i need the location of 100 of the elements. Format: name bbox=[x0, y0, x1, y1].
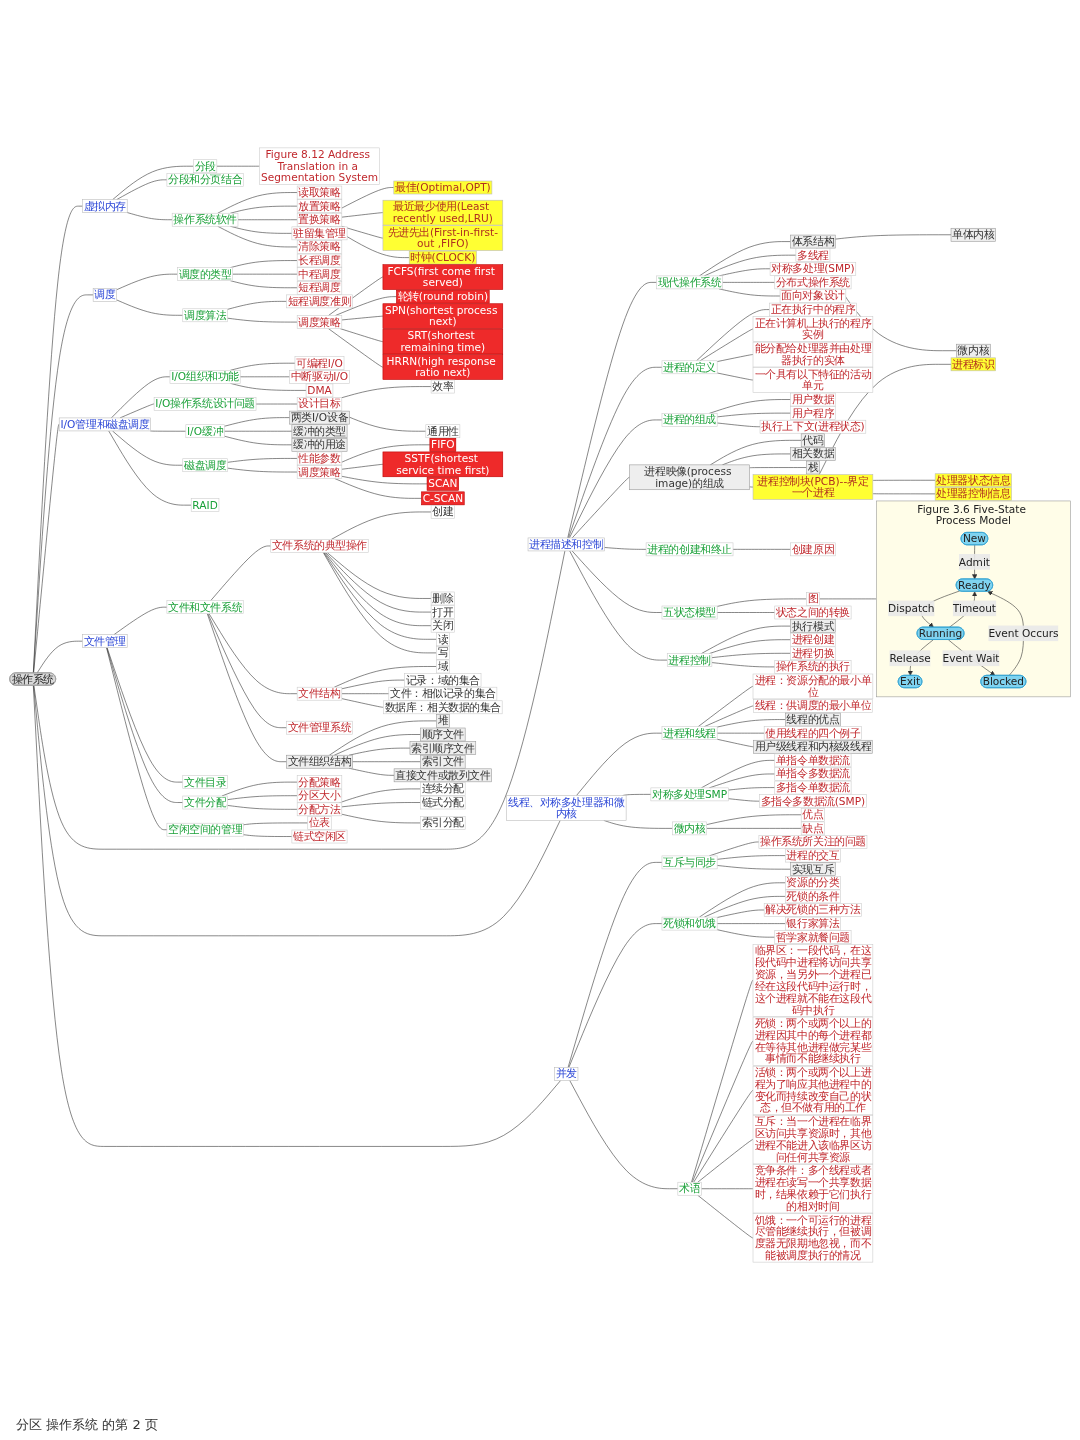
node-box-text: 进程的交互 bbox=[785, 848, 841, 863]
node-box-text: 分布式操作系统 bbox=[774, 275, 852, 290]
connector bbox=[333, 734, 421, 756]
connector bbox=[113, 606, 168, 635]
connector bbox=[339, 328, 384, 342]
connector bbox=[692, 1041, 754, 1183]
connector bbox=[126, 212, 173, 221]
connector bbox=[567, 282, 657, 539]
connector bbox=[230, 383, 307, 391]
connector bbox=[716, 865, 791, 870]
node-box-text: 操作系统软件 bbox=[171, 212, 239, 227]
connector bbox=[711, 653, 791, 658]
node-box: HRRN(high response ratio next) bbox=[382, 354, 504, 380]
connector bbox=[108, 430, 192, 506]
connector bbox=[699, 241, 791, 277]
connector bbox=[701, 760, 776, 789]
connector bbox=[716, 719, 786, 728]
node-box: DMA bbox=[305, 383, 334, 398]
node-box-text: 死锁和饥饿 bbox=[661, 916, 718, 931]
node-box: 进程：资源分配的最小单位 bbox=[752, 673, 874, 700]
connector bbox=[571, 550, 663, 613]
connector bbox=[227, 467, 298, 473]
node-box: 关闭 bbox=[430, 618, 455, 633]
connector bbox=[217, 192, 298, 214]
node-box-text: 微内核 bbox=[672, 821, 707, 836]
node-box-text: 虚拟内存 bbox=[82, 199, 128, 213]
node-box-text: 现代操作系统 bbox=[656, 275, 723, 290]
connector bbox=[325, 552, 432, 613]
connector bbox=[571, 477, 630, 539]
connector bbox=[230, 225, 293, 234]
connector bbox=[341, 315, 384, 321]
connector bbox=[708, 399, 791, 414]
connector bbox=[693, 1090, 754, 1183]
node-box-text: 文件管理系统 bbox=[286, 720, 353, 735]
connector bbox=[568, 367, 663, 539]
node-box-text: 读取策略 bbox=[296, 185, 343, 200]
connector bbox=[341, 386, 432, 398]
connector bbox=[716, 612, 776, 613]
connector bbox=[348, 747, 411, 756]
node-box: I/O组织和功能 bbox=[169, 370, 241, 384]
node-box-text: 删除 bbox=[430, 591, 455, 606]
connector bbox=[324, 552, 432, 626]
node-box-text: 执行模式 bbox=[790, 619, 836, 633]
connector bbox=[699, 882, 786, 918]
node-box: 图 bbox=[806, 592, 820, 606]
node-box-text: 分区大小 bbox=[296, 788, 343, 803]
connector bbox=[227, 795, 298, 800]
connector bbox=[242, 822, 309, 826]
node-box: FCFS(first come first served) bbox=[382, 264, 504, 290]
node-box: 活锁：两个或两个以上进程为了响应其他进程中的变化而持续改变自己的状态，但不做有用的工作 bbox=[752, 1065, 874, 1116]
connector bbox=[604, 547, 647, 550]
node-box-text: 文件系统的典型操作 bbox=[270, 539, 369, 553]
node-box: 进程控制块(PCB)--界定一个进程 bbox=[752, 474, 874, 500]
connector bbox=[699, 328, 754, 362]
node-box: 互斥：当一个进程在临界区访问共享资源时，其他进程不能进入该临界区访问任何共享资源 bbox=[752, 1115, 874, 1165]
node-box-text: 中程调度 bbox=[296, 267, 343, 281]
node-box: 调度策略 bbox=[296, 465, 343, 479]
connector bbox=[704, 254, 797, 277]
connector bbox=[230, 205, 298, 214]
node-box: I/O管理和磁盘调度 bbox=[58, 417, 151, 432]
connector bbox=[711, 662, 776, 668]
connector bbox=[208, 613, 298, 694]
node-box-text: 文件和文件系统 bbox=[166, 600, 244, 614]
node-box: 文件：相似记录的集合 bbox=[388, 686, 498, 701]
node-box-text: 线程、对称多处理器和微内核 bbox=[506, 795, 627, 821]
node-box-text: 调度的类型 bbox=[177, 267, 233, 281]
connector bbox=[341, 813, 421, 824]
edge-label: Timeout bbox=[952, 602, 997, 615]
node-box-text: 进程标识 bbox=[950, 357, 996, 372]
connector bbox=[569, 1080, 679, 1190]
node-box-text: 对称多处理SMP bbox=[650, 787, 729, 802]
connector bbox=[33, 205, 83, 674]
node-box-text: 数据库：相关数据的集合 bbox=[383, 700, 503, 715]
node-box-text: 体系结构 bbox=[790, 234, 836, 249]
connector bbox=[568, 923, 663, 1068]
connector bbox=[569, 550, 668, 661]
node-box-text: 顺序文件 bbox=[420, 727, 466, 742]
node-box: 先进先出(First-in-first-out ,FIFO) bbox=[382, 225, 504, 251]
node-box-text: 磁盘调度 bbox=[182, 458, 228, 473]
node-box: FIFO bbox=[429, 438, 457, 452]
node-box-text: 术语 bbox=[677, 1181, 702, 1196]
node-box: 多指令单数据流 bbox=[774, 780, 852, 795]
node-box: Figure 8.12 Address Translation in a Segmentation System bbox=[259, 147, 380, 185]
connector bbox=[242, 834, 293, 837]
connector bbox=[567, 862, 663, 1068]
connector bbox=[33, 550, 566, 850]
edge-label: Event Occurs bbox=[988, 627, 1059, 640]
node-box-text: 用户级线程和内核级线程 bbox=[753, 739, 873, 754]
node-box-text: 位表 bbox=[307, 816, 332, 830]
connector bbox=[834, 234, 952, 240]
connector bbox=[328, 328, 384, 368]
node-box-text: 文件管理 bbox=[82, 634, 128, 648]
connector bbox=[112, 430, 184, 466]
node-box: 正在计算机上执行的程序实例 bbox=[752, 316, 874, 342]
connector bbox=[704, 896, 786, 918]
node-box-text: 置换策略 bbox=[296, 212, 343, 227]
edge-label: Release bbox=[889, 652, 931, 665]
node-box: SPN(shortest process next) bbox=[382, 303, 504, 329]
node-box-text: 相关数据 bbox=[790, 447, 836, 461]
connector bbox=[697, 1139, 754, 1183]
